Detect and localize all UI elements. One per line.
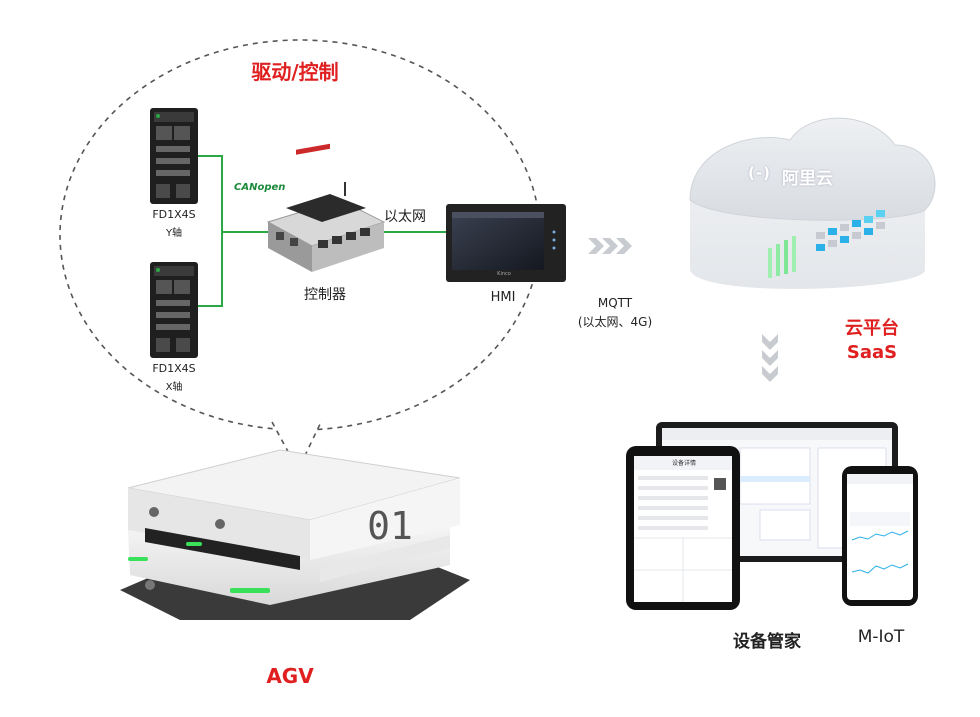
- mqtt-label: MQTT: [597, 296, 633, 310]
- aliyun-cloud: [689, 117, 936, 289]
- controller-device: [266, 143, 386, 272]
- canopen-logo: CANopen: [234, 182, 286, 193]
- tablet-device: [626, 446, 740, 610]
- ethernet-label: 以太网: [384, 209, 426, 225]
- aliyun-brand-label: 阿里云: [782, 169, 833, 189]
- device-manager-label: 设备管家: [733, 632, 801, 652]
- servo-driver-x: [150, 262, 198, 358]
- aliyun-logo-icon: (-): [748, 164, 771, 182]
- miot-label: M-IoT: [857, 627, 905, 647]
- hmi-brand-label: Kinco: [497, 271, 511, 277]
- tablet-title: 设备详情: [671, 460, 696, 467]
- drive-control-title: 驱动/控制: [251, 60, 339, 84]
- saas-title: SaaS: [846, 342, 898, 363]
- arrow-down-icon: [762, 334, 778, 382]
- phone-device: [842, 466, 918, 606]
- servo-driver-y: [150, 108, 198, 204]
- hmi-label: HMI: [490, 290, 516, 305]
- mqtt-transport-label: (以太网、4G): [577, 315, 653, 329]
- driver-x-model-label: FD1X4S: [152, 362, 196, 375]
- agv-robot: [120, 449, 470, 620]
- driver-y-axis-label: Y轴: [165, 228, 183, 239]
- agv-title: AGV: [266, 664, 314, 688]
- cloud-platform-title: 云平台: [845, 318, 899, 339]
- agv-number: 01: [367, 504, 413, 548]
- driver-y-model-label: FD1X4S: [152, 208, 196, 221]
- arrow-right-icon: [588, 238, 632, 254]
- controller-label: 控制器: [304, 287, 346, 303]
- driver-x-axis-label: X轴: [165, 382, 183, 393]
- hmi-panel: [446, 204, 566, 282]
